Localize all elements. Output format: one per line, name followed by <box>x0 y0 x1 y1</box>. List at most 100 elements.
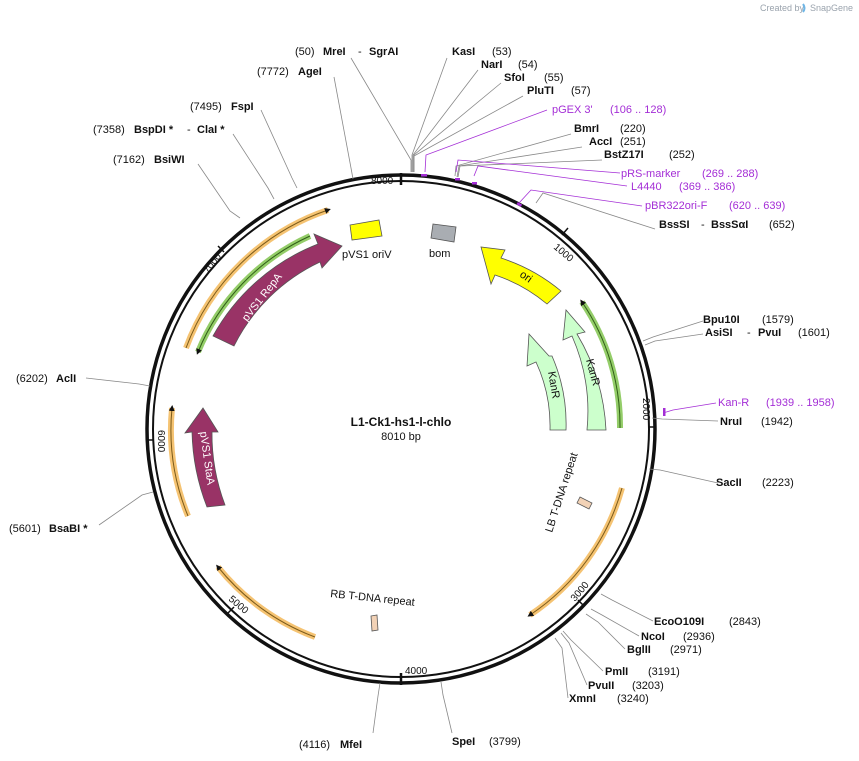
primer-name-kan-r: Kan-R <box>718 397 749 409</box>
site-xmni[interactable]: XmnI (3240) <box>569 693 649 705</box>
primer-range-kan-r: (1939 .. 1958) <box>766 397 835 409</box>
primer-marks <box>421 174 666 416</box>
credit-prefix: Created by <box>760 3 805 13</box>
site-pos-nari: (54) <box>518 59 538 71</box>
site-name-bsabi: BsaBI * <box>49 523 88 535</box>
primer-name-prs-marker: pRS-marker <box>621 168 681 180</box>
site-name-bsssi: BssSI <box>659 219 690 231</box>
site-bsiwi[interactable]: (7162) BsiWI <box>113 154 185 166</box>
feature-label-pvs1-oriv: pVS1 oriV <box>342 249 392 261</box>
site-name-bpu10i: Bpu10I <box>703 314 740 326</box>
primer-l4440[interactable]: L4440 (369 .. 386) <box>631 181 735 193</box>
feature-kanr-1[interactable]: KanR <box>562 309 607 431</box>
primer-name-pgex3: pGEX 3' <box>552 104 593 116</box>
site-sep-bspdi: - <box>187 124 191 136</box>
primer-pgex3[interactable]: pGEX 3' (106 .. 128) <box>552 104 666 116</box>
site-pos-ncoi: (2936) <box>683 631 715 643</box>
site-pos-bglii: (2971) <box>670 644 702 656</box>
site-pvuii[interactable]: PvuII (3203) <box>588 680 664 692</box>
site-pos-pluti: (57) <box>571 85 591 97</box>
tick-label-8000: 8000 <box>371 176 394 187</box>
site-agei[interactable]: (7772) AgeI <box>257 66 322 78</box>
site-bpu10i[interactable]: Bpu10I (1579) <box>703 314 794 326</box>
site-name-bstz17i: BstZ17I <box>604 149 644 161</box>
site-name-nari: NarI <box>481 59 502 71</box>
site-pluti[interactable]: PluTI (57) <box>527 85 591 97</box>
tick-label-2000: 2000 <box>640 398 651 421</box>
site-pmli[interactable]: PmlI (3191) <box>605 666 680 678</box>
feature-label-lb-tdna-repeat: LB T-DNA repeat <box>543 451 580 534</box>
site-ecoo109i[interactable]: EcoO109I (2843) <box>654 616 761 628</box>
site-pos-bmri: (220) <box>620 123 646 135</box>
site-kasi[interactable]: KasI (53) <box>452 46 512 58</box>
site-name-sfoi: SfoI <box>504 72 525 84</box>
feature-kanr-2[interactable]: KanR <box>526 333 567 431</box>
site-name-ncoi: NcoI <box>641 631 665 643</box>
site-pos-bsabi: (5601) <box>9 523 41 535</box>
feature-label-kanr-2: KanR <box>545 370 562 399</box>
site-asisi-pvui[interactable]: AsiSI - PvuI (1601) <box>705 327 830 339</box>
site-pos-bspdi: (7358) <box>93 124 125 136</box>
site-bspdi-clai[interactable]: (7358) BspDI * - ClaI * <box>93 124 225 136</box>
feature-label-rb-tdna-repeat: RB T-DNA repeat <box>330 588 416 609</box>
site-bglii[interactable]: BglII (2971) <box>627 644 702 656</box>
primer-range-pgex3: (106 .. 128) <box>610 104 666 116</box>
site-bmri[interactable]: BmrI (220) <box>574 123 646 135</box>
feature-label-bom: bom <box>429 248 450 260</box>
feature-ori[interactable]: ori <box>480 246 562 305</box>
site-nrui[interactable]: NruI (1942) <box>720 416 793 428</box>
leader-lines <box>85 57 719 734</box>
primer-range-prs-marker: (269 .. 288) <box>702 168 758 180</box>
site-pos-sacii: (2223) <box>762 477 794 489</box>
site-name-xmni: XmnI <box>569 693 596 705</box>
site-bstz17i[interactable]: BstZ17I (252) <box>604 149 695 161</box>
feature-pvs1-oriv[interactable]: pVS1 oriV <box>342 219 392 261</box>
site-bsabi[interactable]: (5601) BsaBI * <box>9 523 88 535</box>
primer-name-pbr322ori-f: pBR322ori-F <box>645 200 708 212</box>
site-pos-sfoi: (55) <box>544 72 564 84</box>
site-pos-spei: (3799) <box>489 736 521 748</box>
site-pos-pmli: (3191) <box>648 666 680 678</box>
orf-arcs <box>167 207 625 640</box>
site-sep-mrei: - <box>358 46 362 58</box>
site-name-kasi: KasI <box>452 46 475 58</box>
site-bsssi-bsssai[interactable]: BssSI - BssSαI (652) <box>659 219 795 231</box>
site-name-agei: AgeI <box>298 66 322 78</box>
site-spei[interactable]: SpeI (3799) <box>452 736 521 748</box>
feature-pvs1-staa[interactable]: pVS1 StaA <box>184 407 226 508</box>
site-name-pluti: PluTI <box>527 85 554 97</box>
feature-bom[interactable]: bom <box>429 223 457 260</box>
plasmid-name: L1-Ck1-hs1-l-chlo <box>351 415 452 429</box>
site-name-pvuii: PvuII <box>588 680 614 692</box>
primer-range-l4440: (369 .. 386) <box>679 181 735 193</box>
site-pos-bsssi: (652) <box>769 219 795 231</box>
site-sacii[interactable]: SacII (2223) <box>716 477 794 489</box>
feature-rb-tdna-repeat[interactable]: RB T-DNA repeat <box>330 588 416 632</box>
site-name-nrui: NruI <box>720 416 742 428</box>
site-sfoi[interactable]: SfoI (55) <box>504 72 564 84</box>
site-name-bspdi: BspDI * <box>134 124 174 136</box>
site-name-bsiwi: BsiWI <box>154 154 185 166</box>
site-acci[interactable]: AccI (251) <box>589 136 646 148</box>
site-pos-mrei: (50) <box>295 46 315 58</box>
site-pos-pvuii: (3203) <box>632 680 664 692</box>
primer-pbr322ori-f[interactable]: pBR322ori-F (620 .. 639) <box>645 200 785 212</box>
site-ncoi[interactable]: NcoI (2936) <box>641 631 715 643</box>
snapgene-credit: Created by SnapGene <box>760 3 853 13</box>
site-pos-kasi: (53) <box>492 46 512 58</box>
site-name-bsssai: BssSαI <box>711 219 748 231</box>
site-pos-acci: (251) <box>620 136 646 148</box>
primer-kan-r[interactable]: Kan-R (1939 .. 1958) <box>718 397 835 409</box>
site-sep-bsssi: - <box>701 219 705 231</box>
tick-label-1000: 1000 <box>551 242 575 265</box>
site-mfei[interactable]: (4116) MfeI <box>299 739 362 751</box>
site-acli[interactable]: (6202) AclI <box>16 373 76 385</box>
primer-prs-marker[interactable]: pRS-marker (269 .. 288) <box>621 168 758 180</box>
site-fspi[interactable]: (7495) FspI <box>190 101 254 113</box>
site-nari[interactable]: NarI (54) <box>481 59 538 71</box>
site-name-clai: ClaI * <box>197 124 225 136</box>
feature-lb-tdna-repeat[interactable]: LB T-DNA repeat <box>543 451 593 534</box>
site-mrei-sgrai[interactable]: (50) MreI - SgrAI <box>295 46 398 58</box>
primer-range-pbr322ori-f: (620 .. 639) <box>729 200 785 212</box>
